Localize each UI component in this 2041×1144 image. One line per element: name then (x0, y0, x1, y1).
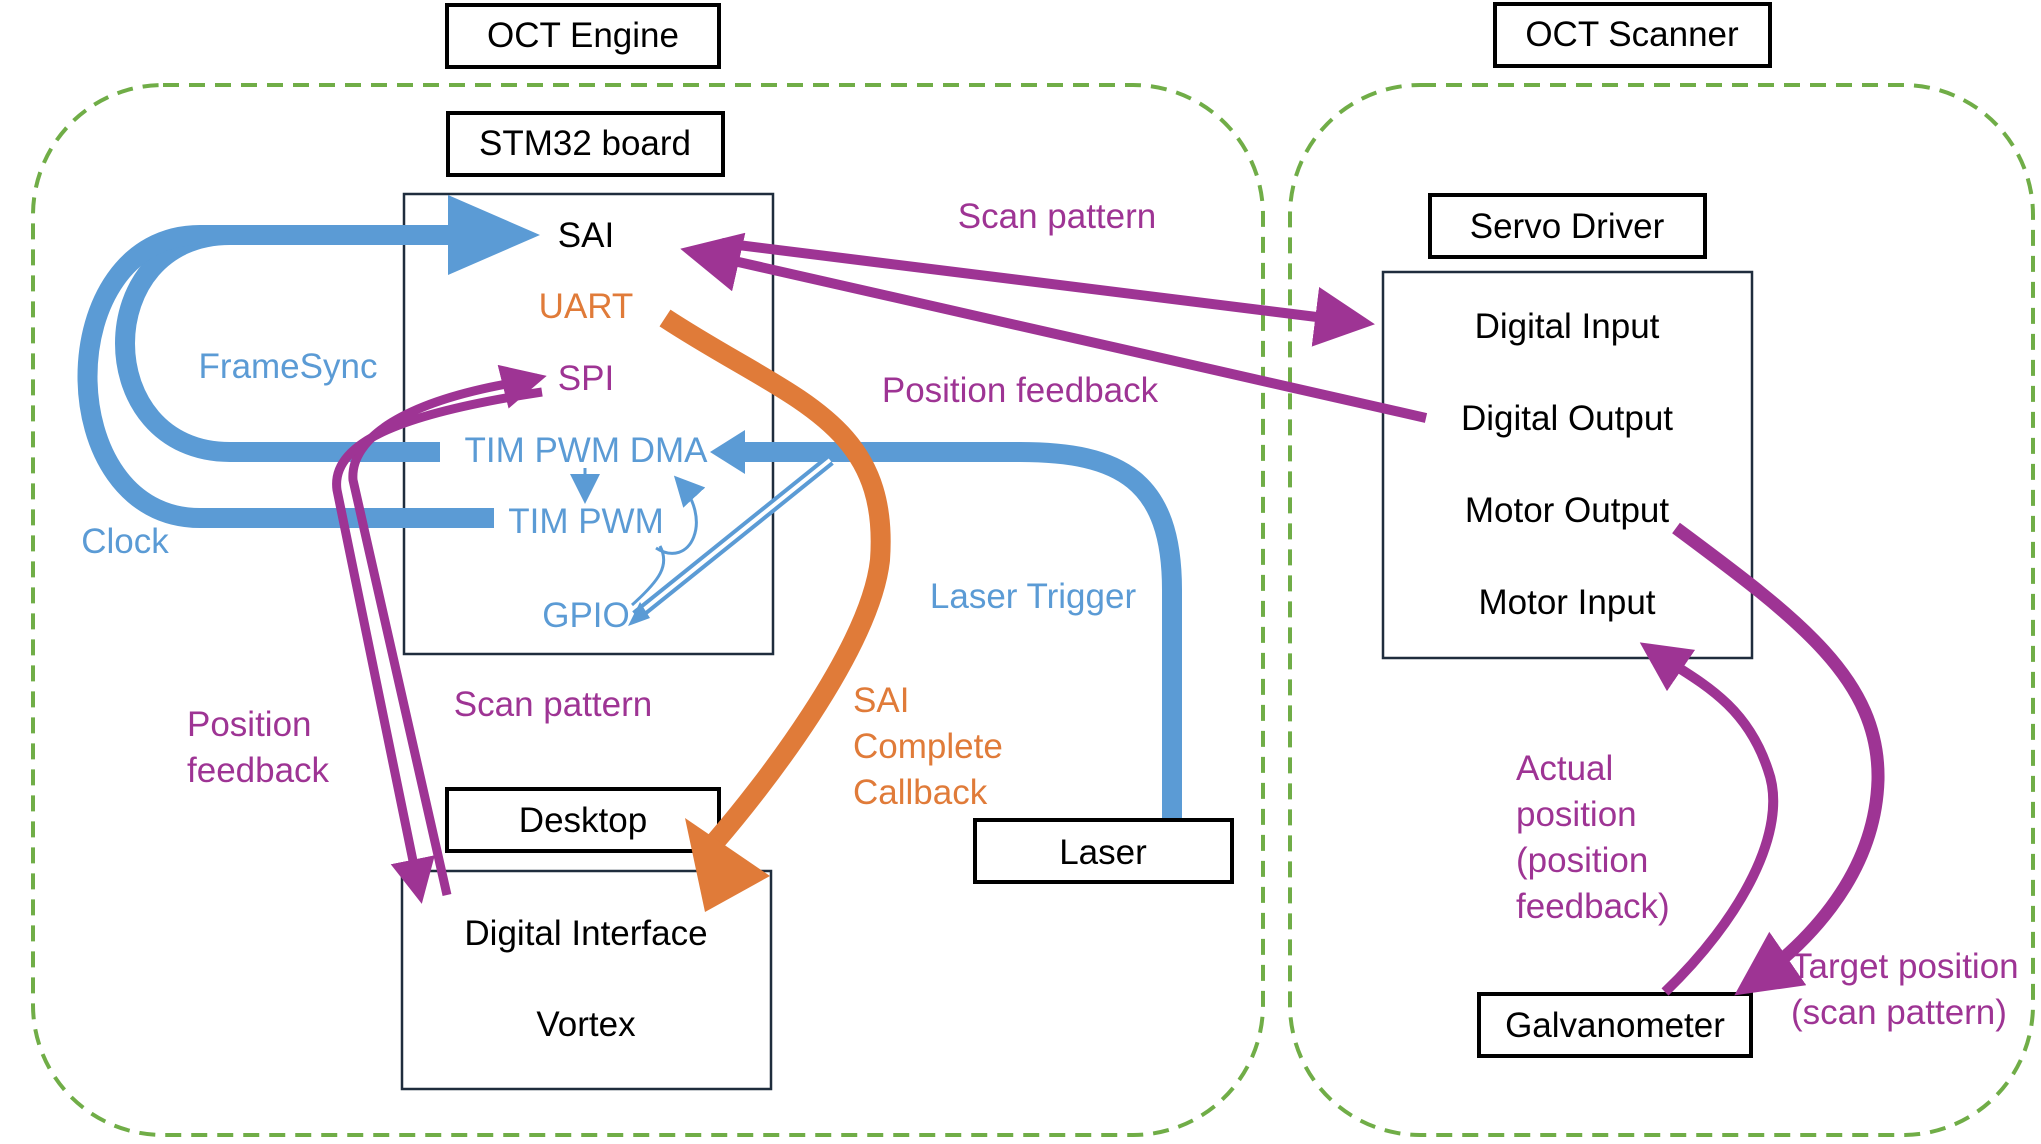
tim-pwm-label: TIM PWM (508, 502, 664, 541)
galvanometer-box: Galvanometer (1477, 992, 1753, 1058)
servo-driver-box (1381, 270, 1754, 660)
sai-complete-callback-arrowhead (685, 818, 770, 912)
gpio-label: GPIO (542, 596, 630, 635)
laser-box: Laser (973, 818, 1234, 884)
pwm-to-dma-curve (655, 475, 706, 555)
sai-complete-callback-line-2: Complete (853, 727, 1003, 766)
stm32-board-title-box: STM32 board (446, 111, 725, 177)
actual-position-arrow (1639, 642, 1779, 996)
oct-scanner-title-box: OCT Scanner (1493, 2, 1772, 68)
position-feedback-arrow (680, 232, 1428, 423)
actual-position-line-4: feedback) (1516, 887, 1670, 926)
motor-output-label: Motor Output (1465, 491, 1670, 530)
motor-input-label: Motor Input (1478, 583, 1655, 622)
laser-trigger-label: Laser Trigger (930, 577, 1137, 616)
sai-complete-callback-arrow (659, 309, 891, 849)
actual-position-line-2: position (1516, 795, 1637, 834)
position-feedback-top-label: Position feedback (882, 371, 1159, 410)
oct-engine-title-box: OCT Engine (445, 3, 721, 69)
target-position-line-2: (scan pattern) (1791, 993, 2007, 1032)
uart-label: UART (539, 287, 634, 326)
spi-position-feedback-arrow (332, 387, 543, 904)
galvanometer-label: Galvanometer (1505, 1006, 1725, 1045)
servo-driver-title-box: Servo Driver (1428, 193, 1707, 259)
framesync-arrowhead (448, 195, 540, 275)
scan-pattern-top-label: Scan pattern (958, 197, 1156, 236)
clock-arrow (77, 225, 494, 528)
gpio-arrowhead (628, 602, 650, 626)
pwm-to-gpio-curve (631, 545, 666, 607)
framesync-label: FrameSync (199, 347, 378, 386)
laser-label: Laser (1059, 833, 1147, 872)
spi-label: SPI (558, 359, 614, 398)
laser-trigger-arrowhead (710, 430, 745, 474)
stm32-board-title: STM32 board (479, 124, 691, 163)
actual-position-line-1: Actual (1516, 749, 1613, 788)
oct-engine-group (31, 83, 1265, 1137)
tim-pwm-dma-label: TIM PWM DMA (464, 431, 708, 470)
laser-trigger-arrow (745, 442, 1182, 818)
sai-complete-callback-line-1: SAI (853, 681, 909, 720)
laser-to-gpio-double-line-inner (634, 458, 832, 618)
position-feedback-left-line-1: Position (187, 705, 312, 744)
servo-driver-title: Servo Driver (1470, 207, 1665, 246)
desktop-box (400, 869, 773, 1091)
digital-output-label: Digital Output (1461, 399, 1673, 438)
position-feedback-left-line-2: feedback (187, 751, 330, 790)
digital-input-label: Digital Input (1475, 307, 1660, 346)
oct-engine-title: OCT Engine (487, 16, 679, 55)
sai-complete-callback-line-3: Callback (853, 773, 988, 812)
scan-pattern-mid-label: Scan pattern (454, 685, 652, 724)
clock-label: Clock (81, 522, 169, 561)
oct-scanner-group (1288, 83, 2035, 1137)
target-position-line-1: Target position (1791, 947, 2019, 986)
spi-scan-pattern-arrow (348, 364, 547, 896)
scan-pattern-arrow (721, 238, 1375, 347)
sai-label: SAI (558, 216, 614, 255)
desktop-title-box: Desktop (445, 787, 721, 853)
target-position-arrow (1672, 522, 1885, 996)
actual-position-line-3: (position (1516, 841, 1648, 880)
vortex-label: Vortex (536, 1005, 636, 1044)
digital-interface-label: Digital Interface (464, 914, 707, 953)
desktop-title: Desktop (519, 801, 647, 840)
oct-scanner-title: OCT Scanner (1525, 15, 1739, 54)
